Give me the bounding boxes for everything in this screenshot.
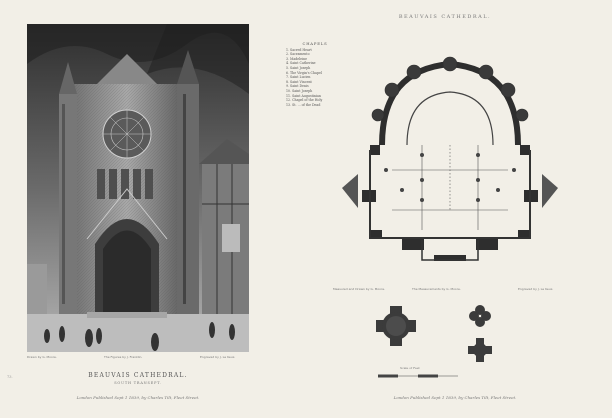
engraved-credit: Engraved by J. Le Keux. [200, 355, 236, 359]
legend-title: CHAPELS [302, 41, 328, 46]
left-plate-title: BEAUVAIS CATHEDRAL. [88, 372, 188, 379]
plan-credit-measurements: The Measurements by G. Moore. [412, 287, 461, 291]
chapel-legend: CHAPELS 1. Sacred Heart 2. Sacramento 3.… [286, 41, 344, 107]
cathedral-engraving [27, 24, 249, 352]
left-publisher-line: London Published Sept 1 1839, by Charles… [76, 395, 200, 400]
legend-item: 5. Saint Joseph [286, 65, 311, 70]
legend-item: 12. Chapel of the Holy [286, 98, 323, 103]
scale-bar [378, 374, 458, 378]
legend-item: 8. Saint Vincent [286, 79, 312, 84]
plate-number: 73. [7, 375, 13, 379]
legend-item: 3. Madeleine [286, 56, 308, 61]
legend-item: 1. Sacred Heart [286, 47, 312, 52]
legend-item: 13. St. ... of the Dead [286, 102, 321, 107]
drawn-credit: Drawn by G. Moore. [27, 355, 57, 359]
right-plate-title: BEAUVAIS CATHEDRAL. [398, 14, 492, 20]
legend-item: 11. Saint Augustinian [286, 93, 321, 98]
legend-item: 7. Saint Lucien [286, 75, 311, 80]
legend-item: 9. Saint Denis [286, 84, 309, 89]
pier-details [372, 298, 512, 372]
floor-plan [322, 50, 578, 294]
legend-item: 4. Saint Catherine [286, 61, 316, 66]
left-plate-subtitle: SOUTH TRANSEPT. [114, 381, 162, 385]
south-transept-illustration [27, 24, 249, 352]
legend-item: 2. Sacramento [286, 52, 310, 57]
legend-item: 10. Saint Joseph [286, 88, 313, 93]
pier-section-diagrams [376, 305, 492, 362]
cathedral-floor-plan [342, 56, 558, 261]
right-publisher-line: London Published Sept 1 1839, by Charles… [393, 395, 517, 400]
plan-credit-measured: Measured and Drawn by G. Moore. [333, 287, 385, 291]
figures-credit: The Figures by J. Franklin. [104, 355, 143, 359]
scale-label: Scale of Feet [400, 366, 420, 370]
legend-item: 6. The Virgin's Chapel [286, 70, 322, 75]
plan-credit-engraved: Engraved by J. Le Keux. [518, 287, 554, 291]
